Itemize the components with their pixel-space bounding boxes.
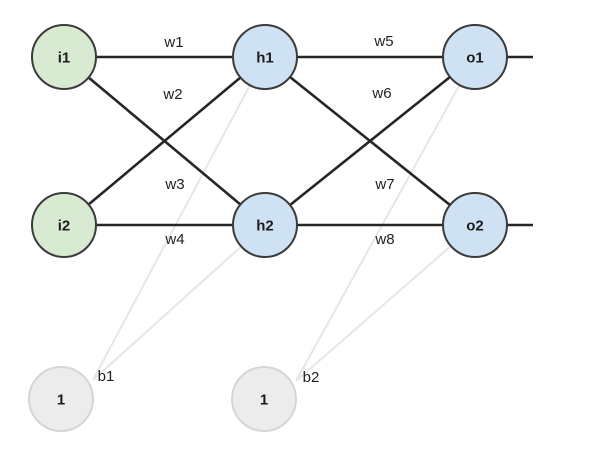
node-label-o2: o2 [466,218,484,235]
node-i2 [31,192,97,258]
bias-edge-b2-o2 [295,224,476,382]
node-label-h1: h1 [256,50,274,67]
weight-label-w4: w4 [164,231,184,248]
node-b2 [231,366,297,432]
weight-label-w5: w5 [373,33,393,50]
node-label-b1: 1 [57,392,65,409]
node-h1 [232,24,298,90]
weight-label-w7: w7 [374,176,394,193]
edge-h1-o2-w7 [264,55,476,227]
node-label-o1: o1 [466,50,484,67]
bias-edge-b1-h2 [92,224,266,381]
bias-edge-b2-o1 [295,56,476,382]
weight-label-w8: w8 [374,231,394,248]
node-label-b2: 1 [260,392,268,409]
edge-i1-h2-w3 [63,56,266,226]
node-label-h2: h2 [256,218,274,235]
node-i1 [31,24,97,90]
bias-label-b2: b2 [303,369,320,386]
weight-label-w6: w6 [371,85,391,102]
bias-label-b1: b1 [98,368,115,385]
weight-label-w1: w1 [163,34,183,51]
node-label-i1: i1 [58,50,71,67]
node-o1 [442,24,508,90]
weight-label-w2: w2 [162,86,182,103]
bias-edge-b1-h1 [92,56,266,381]
node-o2 [442,192,508,258]
node-label-i2: i2 [58,218,71,235]
node-h2 [232,192,298,258]
weight-label-w3: w3 [164,176,184,193]
node-b1 [28,366,94,432]
